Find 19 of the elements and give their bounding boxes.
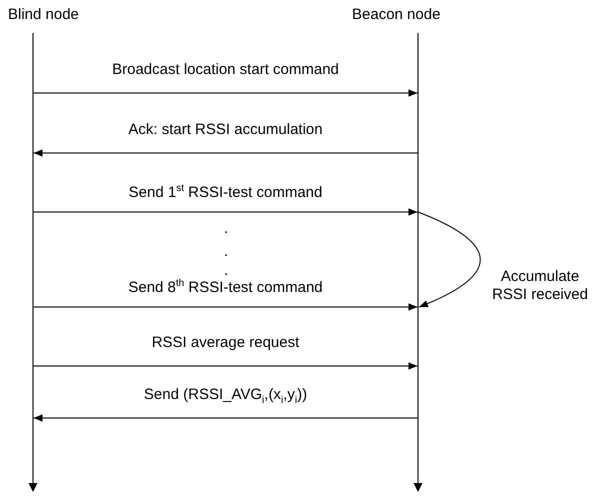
edge-label: RSSI average request [152,334,300,352]
message-arrow [33,149,418,157]
ellipsis-dot: . [224,247,228,257]
curved-arrow [418,212,481,308]
participant-label: Beacon node [352,5,440,25]
message-arrow [33,362,418,370]
edge-label: Ack: start RSSI accumulation [128,121,323,139]
edge-label: Send 1$^{st}$ RSSI-test command [128,182,322,202]
ellipsis-dot: . [224,224,228,234]
message-arrow [33,414,418,422]
ellipsis-dot: . [224,266,228,276]
message-arrow [33,89,418,97]
edge-label: Send (RSSI_AVG$_{i}$,(x$_{i}$,y$_{i}$)) [144,386,308,408]
edge-label: Broadcast location start command [112,61,339,79]
edge-label: Accumulate RSSI received [491,268,589,304]
message-arrow [33,303,418,311]
message-arrow [33,208,418,216]
participant-label: Blind node [8,5,79,25]
edge-label: Send 8$^{th}$ RSSI-test command [128,277,323,297]
